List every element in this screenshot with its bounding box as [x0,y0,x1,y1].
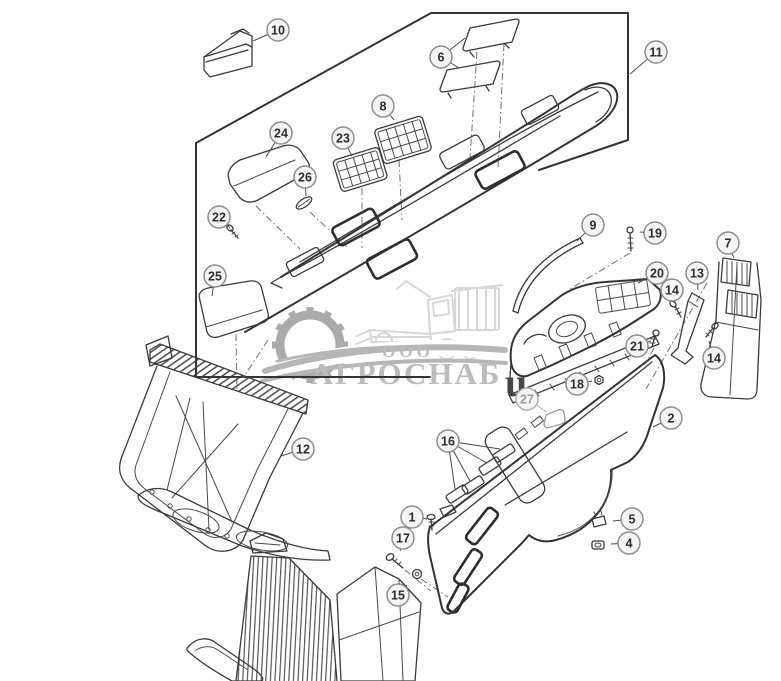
part-25-panel [198,280,270,339]
svg-text:20: 20 [650,267,664,281]
callout-22: 22 [207,205,231,229]
svg-text:11: 11 [649,46,662,60]
callout-21: 21 [625,334,652,358]
callout-14: 14 [660,278,684,304]
svg-text:8: 8 [380,100,387,114]
part-13-bracket [670,292,705,365]
callout-10: 10 [252,18,290,42]
svg-text:15: 15 [391,589,405,603]
projection-lines [235,43,708,598]
grille-side-flap [336,566,422,681]
callout-19: 19 [639,221,667,245]
part-9-trim-strip [512,237,584,314]
part-6-covers [439,18,520,99]
callout-16: 16 [436,429,501,490]
svg-text:19: 19 [648,227,662,241]
svg-text:25: 25 [208,270,222,284]
watermark-company-type: ООО [382,342,434,361]
svg-text:21: 21 [630,340,644,354]
callout-24: 24 [265,121,293,158]
svg-text:2: 2 [668,412,675,426]
watermark-company-name: АГРОСНАБ [311,356,502,391]
svg-text:9: 9 [590,219,597,233]
callout-15: 15 [386,583,410,607]
callout-8: 8 [371,94,395,121]
watermark-logo: ООО АГРОСНАБ [259,280,508,391]
part-2-fender [427,354,666,615]
part-18-nut [594,374,604,386]
svg-text:6: 6 [438,51,445,65]
svg-text:13: 13 [690,267,704,281]
part-1-screw [426,513,436,531]
part-26-clip [295,196,313,210]
callout-27: 27 [515,387,548,413]
lower-trim-strip [186,638,264,681]
part-24-panel [227,144,311,203]
part-5-clip [591,510,607,528]
part-15-grommet [411,568,423,580]
part-12-grille-frame [119,335,309,552]
callout-7: 7 [716,231,740,259]
svg-text:1: 1 [409,511,416,525]
callout-9: 9 [576,213,605,242]
part-27-pad [543,408,566,429]
svg-text:14: 14 [707,352,721,366]
part-21-screw [649,329,660,348]
svg-text:7: 7 [725,237,732,251]
svg-text:12: 12 [296,443,310,457]
callout-17: 17 [391,526,415,552]
svg-text:10: 10 [271,24,285,38]
callout-25: 25 [203,264,227,297]
callout-1: 1 [400,505,428,529]
part-7-connector-panel [700,257,762,400]
svg-text:16: 16 [441,435,455,449]
callout-18: 18 [565,372,593,396]
svg-text:23: 23 [336,132,350,146]
callout-5: 5 [612,507,644,531]
callout-20: 20 [637,261,669,285]
callout-4: 4 [610,531,641,555]
part-19-screw [626,226,634,252]
part-17-bolt [385,552,404,569]
svg-text:24: 24 [274,127,288,141]
svg-text:14: 14 [665,284,679,298]
lower-grille [186,532,422,681]
svg-text:22: 22 [212,211,226,225]
part-14-screw-upper [669,300,682,318]
callout-26: 26 [293,165,317,197]
svg-text:27: 27 [520,393,534,407]
svg-text:26: 26 [298,171,312,185]
svg-text:18: 18 [570,378,584,392]
part-4-nut [591,540,605,550]
callout-2: 2 [652,406,683,430]
part-10-panel [203,28,253,78]
callout-23: 23 [331,126,355,157]
hood-top-panel [244,82,619,333]
callout-13: 13 [685,261,709,291]
callout-12: 12 [280,437,315,461]
svg-text:17: 17 [396,532,410,546]
callout-6: 6 [429,37,466,69]
part-16-pads [445,443,516,504]
callout-14: 14 [702,340,726,370]
part-14-screw-lower [705,322,719,338]
part-8-grid-panel [374,115,432,165]
bumper-strip [137,487,331,561]
svg-text:5: 5 [629,513,636,527]
callout-11: 11 [629,40,668,75]
part-23-grid-panel [332,147,388,192]
svg-text:4: 4 [626,537,633,551]
gear-icon [259,307,508,383]
